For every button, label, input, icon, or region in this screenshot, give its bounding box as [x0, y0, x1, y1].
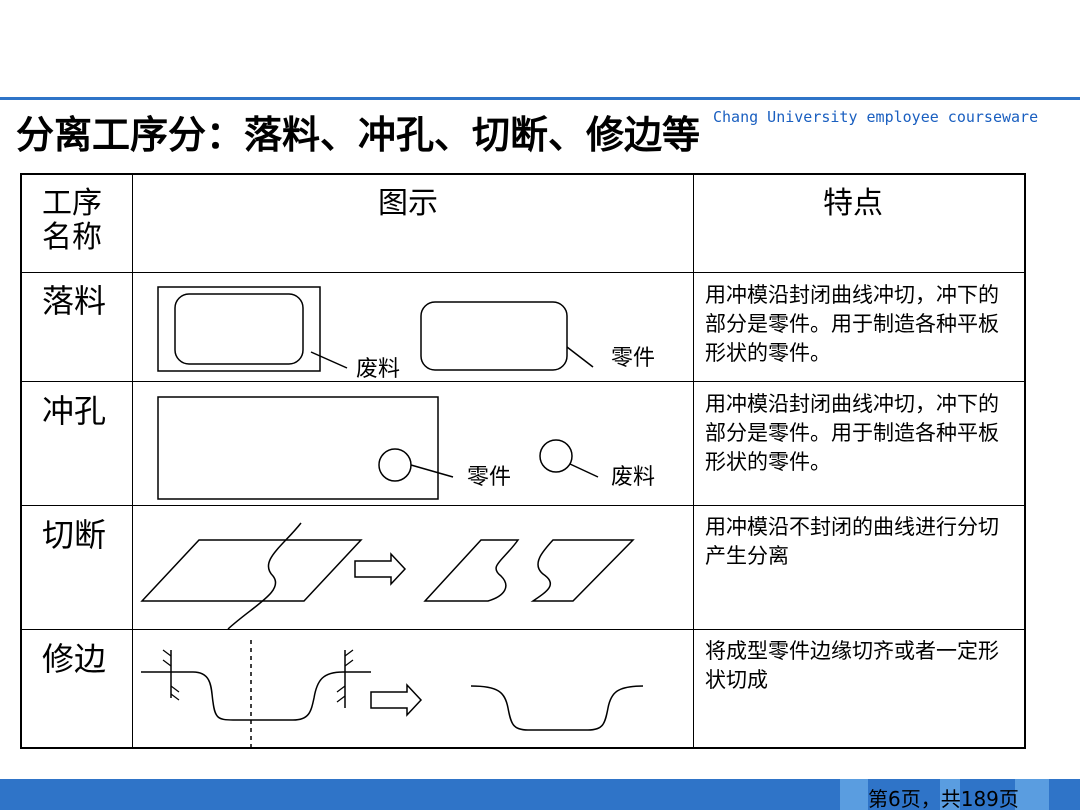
cut-piece-left	[423, 539, 520, 602]
slide-title: 分离工序分：落料、冲孔、切断、修边等	[16, 113, 701, 157]
feature-cutting: 用冲模沿不封闭的曲线进行分切产生分离	[705, 515, 999, 568]
process-table: 工序 名称 图示 特点 落料 冲孔 切断 修边 用冲模沿封闭曲线冲切，冲下的部分…	[20, 173, 1026, 751]
scrap-sheet	[157, 286, 321, 372]
row-name-trimming: 修边	[42, 640, 107, 678]
footer-decor	[1015, 779, 1049, 810]
footer-decor	[940, 779, 960, 810]
table-divider	[22, 505, 1024, 506]
footer-bar	[0, 779, 1080, 810]
label-part: 零件	[467, 465, 511, 490]
diagram-blanking: 废料 零件	[157, 286, 655, 381]
cut-piece-right	[530, 539, 635, 602]
trim-tool-left	[162, 649, 180, 701]
sheet-with-hole	[157, 396, 439, 500]
label-scrap: 废料	[356, 357, 400, 381]
trim-tool-right	[336, 649, 354, 708]
diagram-cutting	[140, 522, 635, 629]
cut-line	[227, 522, 302, 629]
feature-trimming: 将成型零件边缘切齐或者一定形状切成	[705, 639, 999, 692]
footer-decor	[840, 779, 868, 810]
leader-line	[566, 346, 594, 368]
leader-line	[410, 464, 454, 478]
table-divider	[22, 629, 1024, 630]
label-part: 零件	[611, 346, 655, 371]
page-indicator: 第6页，共189页	[868, 787, 1019, 811]
part-after-trim	[470, 685, 644, 731]
sheet-before-cut	[140, 539, 363, 602]
part-before-trim	[141, 671, 371, 721]
table-divider	[22, 381, 1024, 382]
blanked-part	[420, 301, 568, 371]
arrow-icon	[354, 552, 407, 586]
punched-slug	[539, 439, 573, 473]
label-scrap: 废料	[611, 465, 655, 490]
punched-hole	[378, 448, 412, 482]
diagram-punching: 零件 废料	[157, 396, 655, 500]
feature-blanking: 用冲模沿封闭曲线冲切，冲下的部分是零件。用于制造各种平板形状的零件。	[705, 283, 999, 365]
row-name-punching: 冲孔	[42, 392, 107, 430]
title-rule	[0, 97, 1080, 100]
table-divider	[22, 272, 1024, 273]
table-divider	[132, 175, 133, 747]
table-divider	[693, 175, 694, 747]
row-name-blanking: 落料	[42, 282, 107, 320]
header-features: 特点	[823, 186, 883, 221]
leader-line	[310, 351, 348, 369]
leader-line	[569, 463, 599, 478]
row-name-cutting: 切断	[42, 516, 107, 554]
blanked-hole	[174, 293, 304, 365]
header-process-name: 工序 名称	[42, 186, 102, 255]
feature-punching: 用冲模沿封闭曲线冲切，冲下的部分是零件。用于制造各种平板形状的零件。	[705, 392, 999, 474]
header-diagram: 图示	[378, 186, 438, 221]
arrow-icon	[370, 683, 423, 717]
watermark-text: Chang University employee courseware	[713, 108, 1039, 126]
diagram-trimming	[141, 640, 644, 751]
